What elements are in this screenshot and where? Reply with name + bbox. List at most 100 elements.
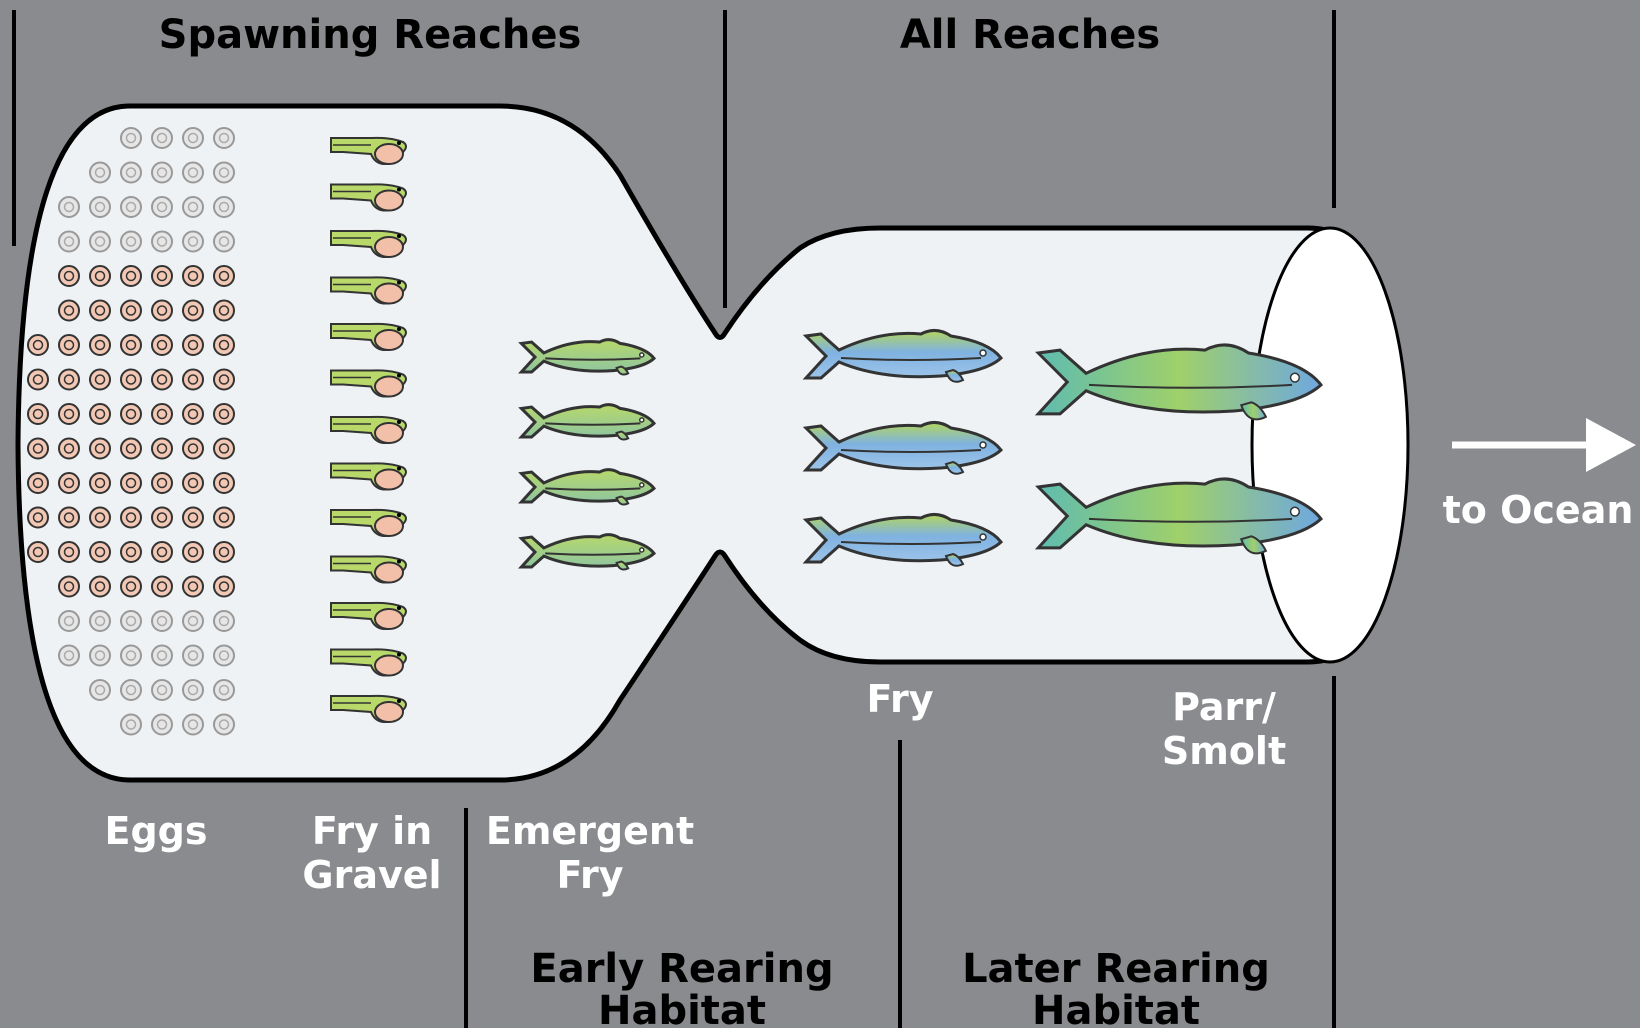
- egg-icon: [214, 577, 234, 597]
- egg-icon: [90, 232, 110, 252]
- egg-icon: [59, 301, 79, 321]
- egg-icon: [183, 646, 203, 666]
- label-emergent-fry-line1: Emergent: [486, 809, 694, 853]
- egg-icon: [152, 715, 172, 735]
- egg-icon: [28, 473, 48, 493]
- vessel-outlet-opening: [1252, 228, 1408, 662]
- egg-icon: [214, 439, 234, 459]
- egg-icon: [28, 439, 48, 459]
- egg-icon: [183, 577, 203, 597]
- egg-icon: [152, 439, 172, 459]
- egg-icon: [183, 301, 203, 321]
- egg-icon: [183, 335, 203, 355]
- egg-icon: [183, 542, 203, 562]
- egg-icon: [121, 577, 141, 597]
- egg-icon: [121, 404, 141, 424]
- egg-icon: [214, 128, 234, 148]
- egg-icon: [59, 232, 79, 252]
- egg-icon: [121, 715, 141, 735]
- egg-icon: [28, 508, 48, 528]
- egg-icon: [152, 680, 172, 700]
- egg-icon: [183, 128, 203, 148]
- egg-icon: [152, 646, 172, 666]
- label-early-rearing-line2: Habitat: [598, 988, 766, 1028]
- label-parr-smolt-line2: Smolt: [1162, 729, 1286, 773]
- label-eggs: Eggs: [105, 809, 208, 853]
- egg-icon: [214, 611, 234, 631]
- egg-icon: [121, 197, 141, 217]
- egg-icon: [152, 404, 172, 424]
- egg-icon: [214, 232, 234, 252]
- egg-icon: [59, 577, 79, 597]
- egg-icon: [214, 197, 234, 217]
- egg-icon: [90, 646, 110, 666]
- egg-icon: [90, 301, 110, 321]
- egg-icon: [152, 266, 172, 286]
- egg-icon: [214, 335, 234, 355]
- egg-icon: [121, 473, 141, 493]
- egg-icon: [121, 370, 141, 390]
- egg-icon: [121, 301, 141, 321]
- egg-icon: [28, 335, 48, 355]
- label-fry-in-gravel-line1: Fry in: [312, 809, 432, 853]
- egg-icon: [183, 680, 203, 700]
- egg-icon: [90, 508, 110, 528]
- egg-icon: [183, 715, 203, 735]
- egg-icon: [59, 266, 79, 286]
- egg-icon: [28, 404, 48, 424]
- egg-icon: [90, 197, 110, 217]
- label-to-ocean: to Ocean: [1443, 488, 1634, 532]
- egg-icon: [121, 646, 141, 666]
- egg-icon: [152, 508, 172, 528]
- egg-icon: [121, 128, 141, 148]
- egg-icon: [28, 542, 48, 562]
- egg-icon: [59, 370, 79, 390]
- arrow-to-ocean-icon: [1452, 418, 1636, 472]
- egg-icon: [152, 370, 172, 390]
- egg-icon: [90, 163, 110, 183]
- egg-icon: [90, 439, 110, 459]
- label-fry-in-gravel-line2: Gravel: [302, 853, 441, 897]
- label-early-rearing-line1: Early Rearing: [530, 946, 833, 992]
- egg-icon: [90, 542, 110, 562]
- egg-icon: [59, 542, 79, 562]
- egg-icon: [152, 197, 172, 217]
- egg-icon: [214, 473, 234, 493]
- egg-icon: [121, 439, 141, 459]
- egg-icon: [90, 611, 110, 631]
- egg-icon: [59, 646, 79, 666]
- egg-icon: [152, 301, 172, 321]
- egg-icon: [90, 577, 110, 597]
- egg-icon: [152, 128, 172, 148]
- egg-icon: [59, 439, 79, 459]
- egg-icon: [214, 266, 234, 286]
- egg-icon: [152, 473, 172, 493]
- egg-icon: [90, 473, 110, 493]
- egg-icon: [214, 508, 234, 528]
- egg-icon: [121, 680, 141, 700]
- egg-icon: [183, 163, 203, 183]
- egg-icon: [28, 370, 48, 390]
- egg-icon: [59, 335, 79, 355]
- label-fry: Fry: [866, 677, 933, 721]
- egg-icon: [183, 404, 203, 424]
- egg-icon: [121, 335, 141, 355]
- egg-icon: [214, 163, 234, 183]
- egg-icon: [152, 163, 172, 183]
- header-spawning-reaches: Spawning Reaches: [159, 12, 582, 58]
- egg-icon: [90, 404, 110, 424]
- egg-icon: [183, 197, 203, 217]
- egg-icon: [90, 335, 110, 355]
- egg-icon: [214, 404, 234, 424]
- egg-icon: [59, 473, 79, 493]
- egg-icon: [121, 232, 141, 252]
- egg-icon: [152, 542, 172, 562]
- egg-icon: [90, 680, 110, 700]
- egg-icon: [183, 370, 203, 390]
- egg-icon: [90, 266, 110, 286]
- egg-icon: [59, 404, 79, 424]
- egg-icon: [121, 508, 141, 528]
- egg-icon: [59, 508, 79, 528]
- header-all-reaches: All Reaches: [900, 12, 1160, 58]
- egg-icon: [152, 611, 172, 631]
